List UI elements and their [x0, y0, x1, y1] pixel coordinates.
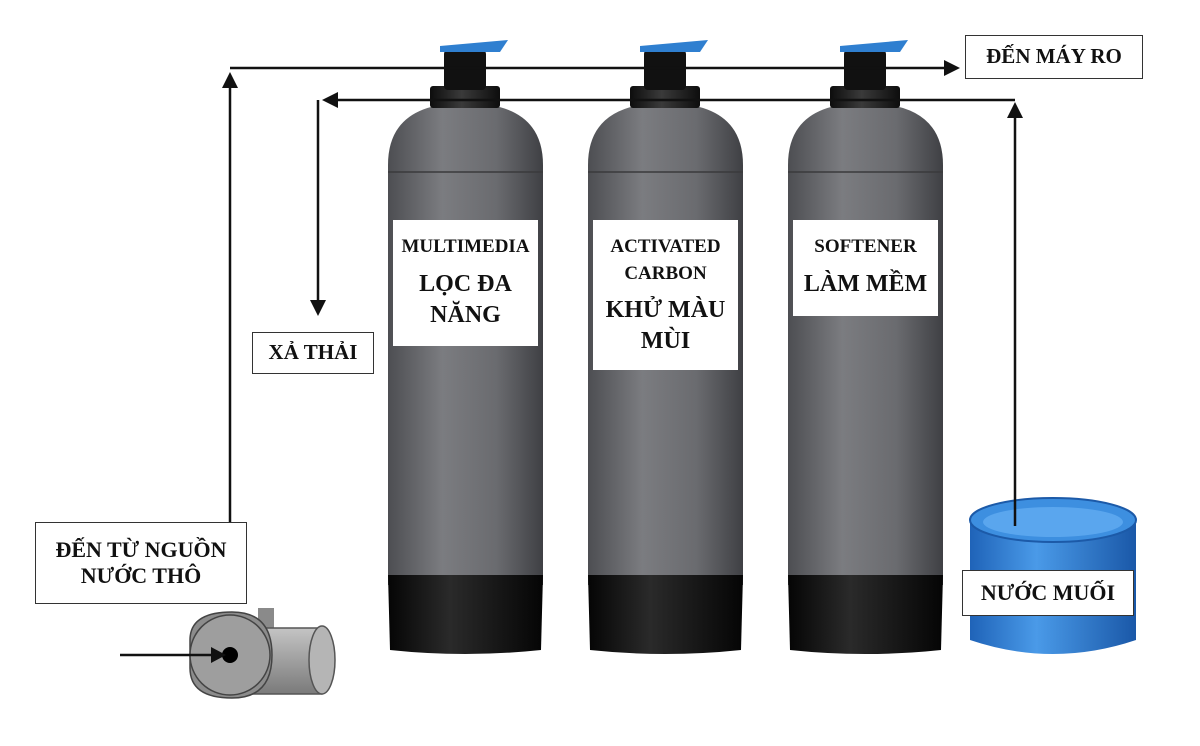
tank-vi-label: LÀM MỀM — [803, 270, 928, 297]
tank-vi-label: KHỬ MÀU — [605, 297, 726, 324]
tank-base — [588, 575, 743, 654]
tank-label-activated-carbon: ACTIVATED CARBON KHỬ MÀU MÙI — [593, 220, 738, 370]
valve-cap — [440, 40, 508, 52]
tank-en-label: MULTIMEDIA — [401, 236, 530, 257]
tank-base — [388, 575, 543, 654]
tank-body — [788, 103, 943, 585]
pump-icon — [189, 608, 336, 699]
tank-vi-label-2: NĂNG — [430, 301, 501, 328]
tank-softener — [788, 40, 943, 654]
tank-neck — [630, 86, 700, 108]
tank-multimedia — [388, 40, 543, 654]
control-valve-icon — [844, 50, 886, 90]
brine-label: NƯỚC MUỐI — [962, 570, 1134, 616]
tank-neck — [830, 86, 900, 108]
drain-label: XẢ THẢI — [252, 332, 374, 374]
tank-neck — [430, 86, 500, 108]
valve-cap — [640, 40, 708, 52]
tank-label-multimedia: MULTIMEDIA LỌC ĐA NĂNG — [393, 220, 538, 346]
control-valve-icon — [444, 50, 486, 90]
tank-vi-label-2: MÙI — [640, 328, 691, 355]
valve-cap — [840, 40, 908, 52]
tank-en-label: SOFTENER — [814, 236, 917, 257]
pump-inlet-dot — [222, 647, 238, 663]
tank-base — [788, 575, 943, 654]
tank-vi-label: LỌC ĐA — [419, 270, 512, 297]
tank-label-softener: SOFTENER LÀM MỀM — [793, 220, 938, 316]
control-valve-icon — [644, 50, 686, 90]
raw-water-source-label: ĐẾN TỪ NGUỒN NƯỚC THÔ — [35, 522, 247, 604]
tank-en-label: ACTIVATED — [610, 236, 721, 257]
pipe-network — [120, 60, 1023, 663]
tank-en-label-2: CARBON — [624, 262, 707, 284]
outlet-ro-label: ĐẾN MÁY RO — [965, 35, 1143, 79]
